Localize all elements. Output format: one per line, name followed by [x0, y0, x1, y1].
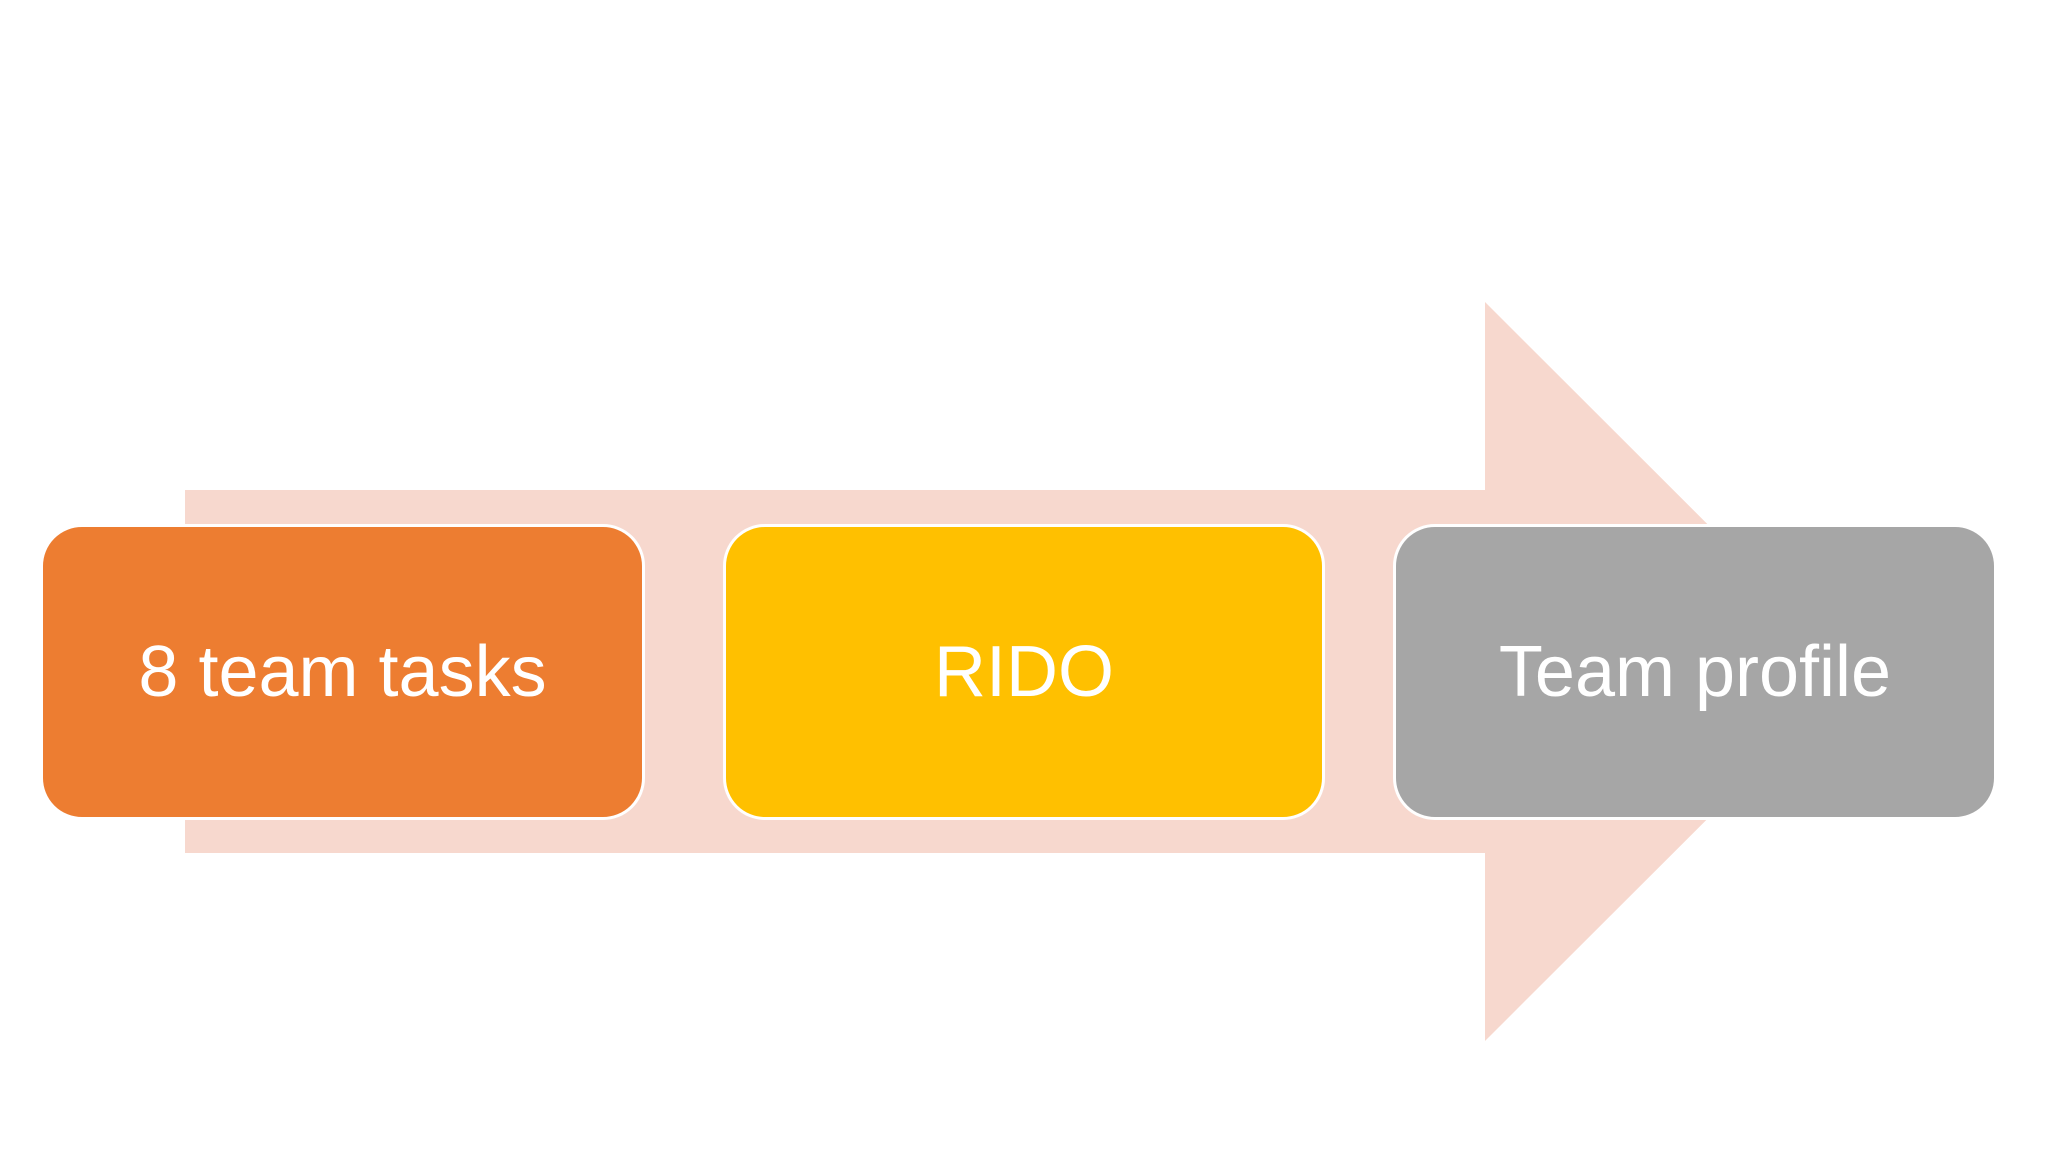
step-label-rido: RIDO	[934, 632, 1114, 712]
step-box-8-team-tasks: 8 team tasks	[40, 524, 645, 820]
step-label-team-profile: Team profile	[1498, 632, 1892, 712]
step-box-rido: RIDO	[723, 524, 1325, 820]
step-box-team-profile: Team profile	[1393, 524, 1997, 820]
step-label-8-team-tasks: 8 team tasks	[138, 632, 547, 712]
